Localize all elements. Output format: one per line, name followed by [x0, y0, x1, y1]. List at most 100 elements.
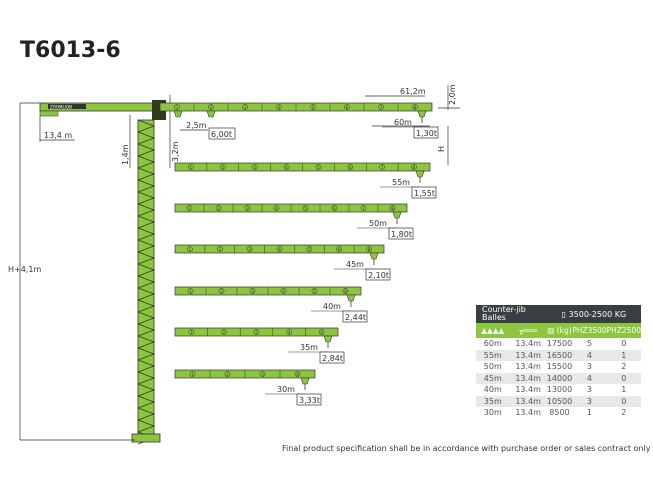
segment-number: 3: [255, 330, 258, 335]
segment-marker: [186, 205, 193, 211]
phz2500-column: PHZ2500: [606, 323, 641, 338]
segment-number: 4: [288, 330, 291, 335]
jib-length: 45m: [346, 260, 364, 269]
segment-number: 4: [275, 206, 278, 211]
hook-icon: [173, 110, 183, 118]
segment-marker: [251, 164, 258, 170]
header-weight-text: 3500-2500 KG: [568, 309, 627, 319]
segment-number: 2: [220, 289, 223, 294]
hook-icon: [369, 252, 379, 260]
table-cell: 3: [586, 385, 592, 395]
segment-marker: [336, 246, 343, 252]
segment-number: 5: [317, 165, 320, 170]
table-cell: 55m: [476, 349, 510, 361]
segment-marker: [302, 205, 309, 211]
table-cell: 13.4m: [515, 362, 541, 372]
table-cell: 50m: [483, 362, 502, 372]
min-radius: 2,5m: [186, 121, 207, 130]
segment-number: 8: [344, 289, 347, 294]
segment-number: 1: [188, 206, 191, 211]
tip-load: 1,55t: [414, 189, 435, 198]
segment-number: 3: [253, 165, 256, 170]
segment-marker: [246, 246, 253, 252]
segment-marker: [276, 246, 283, 252]
segment-marker: [273, 205, 280, 211]
tip-load: 1,80t: [391, 230, 412, 239]
segment-number: 1: [189, 247, 192, 252]
table-cell: 1: [621, 385, 627, 395]
segment-number: 4: [282, 289, 285, 294]
table-cell: 13.4m: [509, 372, 547, 384]
tip-load: 1,30t: [416, 129, 437, 138]
segment-marker: [310, 104, 316, 110]
hook-height-label: H: [437, 146, 446, 152]
table-cell: 5: [586, 339, 592, 349]
segment-marker: [215, 205, 222, 211]
table-cell: 3: [586, 362, 592, 372]
hook-icon: [346, 294, 356, 302]
segment-marker: [276, 104, 282, 110]
segment-number: 2: [219, 247, 222, 252]
dimension-lines: [19, 85, 460, 441]
segment-marker: [389, 205, 396, 211]
segment-number: 3: [244, 105, 247, 110]
kg-label: (kg): [556, 326, 572, 335]
segment-number: 1: [189, 289, 192, 294]
jib-length: 35m: [300, 343, 318, 352]
jib-length: 40m: [323, 302, 341, 311]
header-weight: ▯ 3500-2500 KG: [546, 305, 641, 323]
segment-marker: [315, 164, 322, 170]
table-cell: 17500: [546, 339, 573, 349]
jib-length: 50m: [369, 219, 387, 228]
segment-number: 2: [210, 105, 213, 110]
tower-head-offset: 1,4m: [121, 144, 130, 165]
table-cell: 8500: [549, 408, 570, 418]
tip-load: 3,33t: [299, 396, 320, 405]
segment-number: 8: [413, 165, 416, 170]
segment-number: 3: [251, 289, 254, 294]
hook-icon: [417, 110, 427, 118]
segment-marker: [286, 329, 292, 335]
segment-marker: [294, 371, 301, 377]
tip-load: 2,84t: [322, 354, 343, 363]
segment-marker: [208, 104, 214, 110]
segment-marker: [318, 329, 325, 335]
segment-number: 2: [222, 165, 225, 170]
tower-base: [131, 433, 161, 443]
segment-marker: [366, 246, 372, 252]
segment-marker: [224, 371, 231, 377]
segment-marker: [253, 329, 260, 335]
segment-number: 8: [296, 372, 299, 377]
segment-number: 7: [362, 206, 365, 211]
jib-length: 60m: [394, 118, 412, 127]
segment-number: 2: [217, 206, 220, 211]
table-cell: 2: [621, 362, 627, 372]
segment-marker: [344, 104, 350, 110]
table-cell: 60m: [483, 339, 502, 349]
segment-number: 1: [190, 330, 193, 335]
segment-marker: [174, 104, 180, 110]
segment-marker: [412, 104, 418, 110]
table-cell: 13.4m: [515, 408, 541, 418]
segment-marker: [187, 288, 194, 294]
phz3500-column: PHZ3500: [572, 323, 607, 338]
table-cell: 35m: [476, 395, 510, 407]
tip-height: 2,0m: [448, 84, 457, 105]
counterjib-icon: ╥═══: [509, 323, 547, 338]
segment-number: 8: [414, 105, 417, 110]
table-cell: 0: [606, 395, 641, 407]
table-cell: 1: [586, 408, 592, 418]
min-radius-load: 6,00t: [211, 130, 232, 139]
table-cell: 45m: [476, 372, 510, 384]
hook-icon: [300, 377, 310, 385]
table-cell: 3: [572, 395, 607, 407]
